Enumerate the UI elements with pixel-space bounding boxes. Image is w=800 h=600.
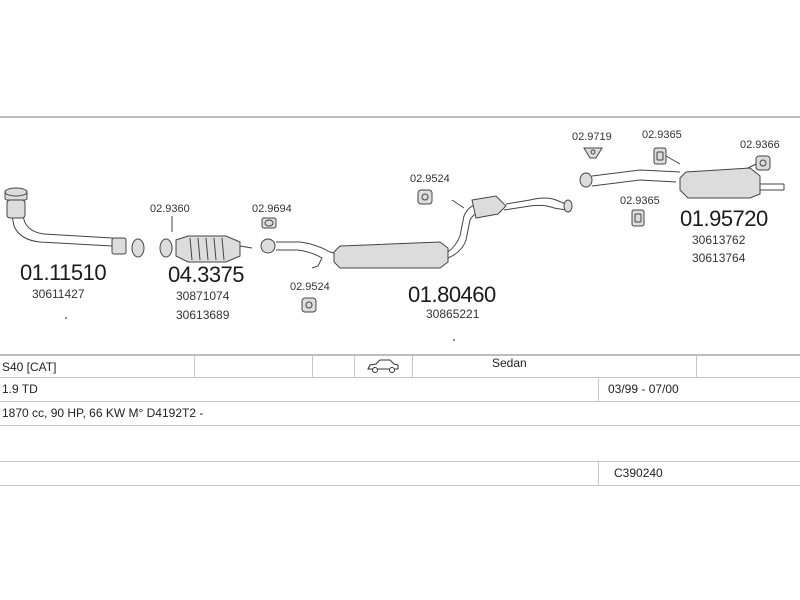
accessory-label-a8: 02.9366 bbox=[740, 139, 780, 151]
table-row-empty bbox=[0, 426, 800, 462]
leader-a4 bbox=[451, 199, 465, 209]
car-sedan-icon bbox=[366, 358, 400, 379]
middle-part-number: 01.80460 bbox=[408, 282, 496, 307]
downpipe-oe-number: 30611427 bbox=[32, 287, 85, 301]
hanger-a7-icon bbox=[631, 209, 645, 227]
clamp-a5-icon bbox=[583, 147, 603, 159]
middle-oe-number: 30865221 bbox=[426, 307, 480, 321]
model-label: S40 [CAT] bbox=[2, 360, 57, 374]
dot-mark-1 bbox=[65, 317, 67, 319]
table-row-engine-detail: 1870 cc, 90 HP, 66 KW M° D4192T2 - bbox=[0, 402, 800, 426]
catalyst-oe-number-2: 30613689 bbox=[176, 308, 230, 322]
body-type-label: Sedan bbox=[492, 356, 527, 370]
gasket-a3-icon bbox=[301, 297, 317, 313]
part-rear-silencer[interactable] bbox=[579, 167, 785, 199]
table-row-model: S40 [CAT] Sedan bbox=[0, 354, 800, 378]
table-row-code: C390240 bbox=[0, 462, 800, 486]
table-row-engine: 1.9 TD 03/99 - 07/00 bbox=[0, 378, 800, 402]
gasket-a4-icon bbox=[417, 189, 433, 205]
accessory-label-a6: 02.9365 bbox=[642, 129, 682, 141]
rear-oe-number-1: 30613762 bbox=[692, 233, 746, 247]
rear-oe-number-2: 30613764 bbox=[692, 251, 746, 265]
engine-label: 1.9 TD bbox=[2, 382, 38, 396]
rear-part-number: 01.95720 bbox=[680, 206, 768, 231]
years-label: 03/99 - 07/00 bbox=[608, 382, 679, 396]
accessory-label-a2: 02.9694 bbox=[252, 203, 292, 215]
hanger-a6-icon bbox=[653, 147, 667, 165]
code-label: C390240 bbox=[614, 466, 663, 480]
accessory-label-a1: 02.9360 bbox=[150, 203, 190, 215]
part-intermediate-pipe[interactable] bbox=[260, 238, 345, 269]
part-downpipe[interactable] bbox=[4, 187, 145, 258]
part-catalyst[interactable] bbox=[159, 235, 253, 263]
catalyst-oe-number-1: 30871074 bbox=[176, 289, 230, 303]
part-middle-silencer[interactable] bbox=[333, 203, 485, 269]
catalyst-part-number: 04.3375 bbox=[168, 262, 244, 287]
accessory-label-a4: 02.9524 bbox=[410, 173, 450, 185]
dot-mark-2 bbox=[453, 339, 455, 341]
leader-a6 bbox=[665, 155, 681, 165]
part-center-resonator[interactable] bbox=[471, 195, 573, 219]
engine-detail-label: 1870 cc, 90 HP, 66 KW M° D4192T2 - bbox=[2, 406, 204, 420]
gasket-a2-icon bbox=[261, 217, 277, 229]
hanger-a8-icon bbox=[755, 155, 771, 171]
accessory-label-a5: 02.9719 bbox=[572, 131, 612, 143]
downpipe-part-number: 01.11510 bbox=[20, 260, 106, 285]
accessory-label-a7: 02.9365 bbox=[620, 195, 660, 207]
accessory-label-a3: 02.9524 bbox=[290, 281, 330, 293]
